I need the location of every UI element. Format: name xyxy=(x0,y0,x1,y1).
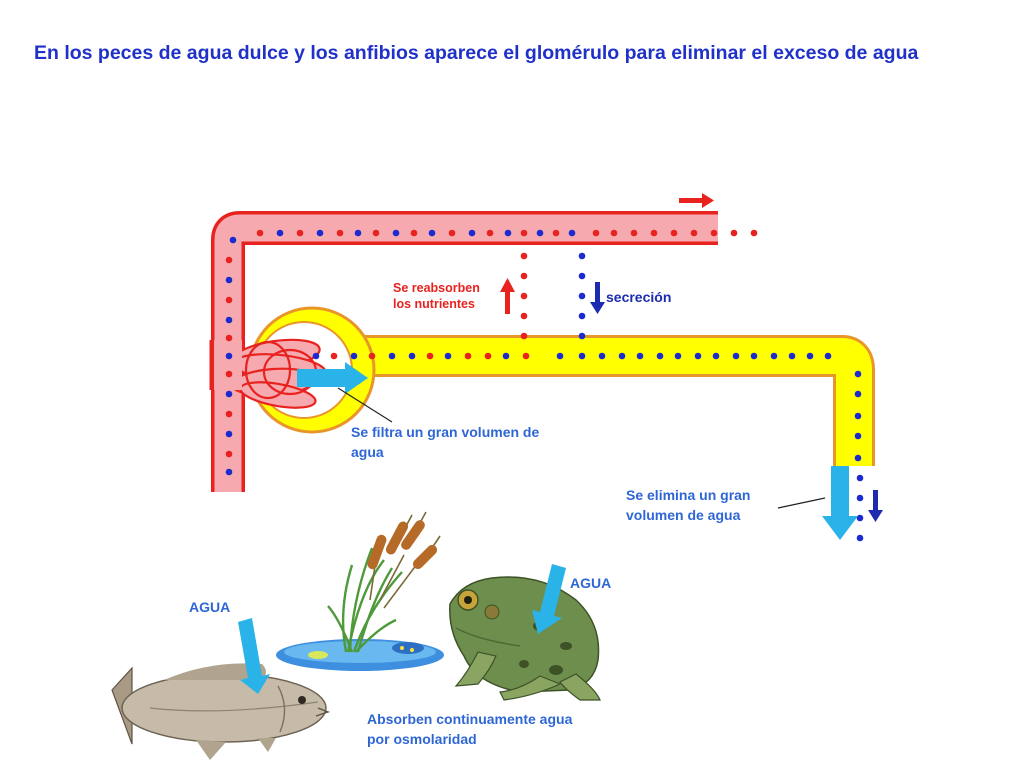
water-arrow-icon xyxy=(238,618,270,694)
absorption-label: Absorben continuamente agua por osmolari… xyxy=(367,709,572,749)
frog-icon xyxy=(449,576,601,701)
water-label-fish: AGUA xyxy=(189,599,231,615)
reabsorption-label-line2: los nutrientes xyxy=(393,297,475,311)
water-label-frog: AGUA xyxy=(570,575,612,591)
elimination-label-line1: Se elimina un gran xyxy=(626,487,751,503)
filtration-label-line2: agua xyxy=(351,444,384,460)
cattail-plant-icon xyxy=(327,511,441,653)
water-arrow-icon xyxy=(532,564,566,634)
absorption-label-line2: por osmolaridad xyxy=(367,731,477,747)
blue-down-arrow-icon xyxy=(868,490,883,522)
secretion-label: secreción xyxy=(606,289,672,305)
water-arrow-icon xyxy=(297,362,368,394)
glomerulus xyxy=(230,338,327,409)
vessel-dots xyxy=(225,229,758,476)
filtration-label-line1: Se filtra un gran volumen de xyxy=(351,424,540,440)
elimination-label-line2: volumen de agua xyxy=(626,507,741,523)
absorption-label-line1: Absorben continuamente agua xyxy=(367,711,573,727)
water-arrow-icon xyxy=(822,466,858,540)
page-title: En los peces de agua dulce y los anfibio… xyxy=(34,42,919,64)
tubule-dots xyxy=(312,352,864,542)
red-up-arrow-icon xyxy=(500,278,515,314)
red-right-arrow-icon xyxy=(679,193,714,208)
blood-vessel xyxy=(211,211,718,492)
reabsorption-label: Se reabsorben los nutrientes xyxy=(393,280,480,312)
pond xyxy=(276,639,444,671)
secretion-dots xyxy=(578,252,586,340)
elimination-label: Se elimina un gran volumen de agua xyxy=(626,485,750,525)
reabsorption-dots xyxy=(520,252,528,340)
renal-tubule xyxy=(330,335,875,466)
blue-down-arrow-icon xyxy=(590,282,605,314)
filtration-label: Se filtra un gran volumen de agua xyxy=(351,422,539,462)
reabsorption-label-line1: Se reabsorben xyxy=(393,281,480,295)
fish-icon xyxy=(111,663,331,760)
